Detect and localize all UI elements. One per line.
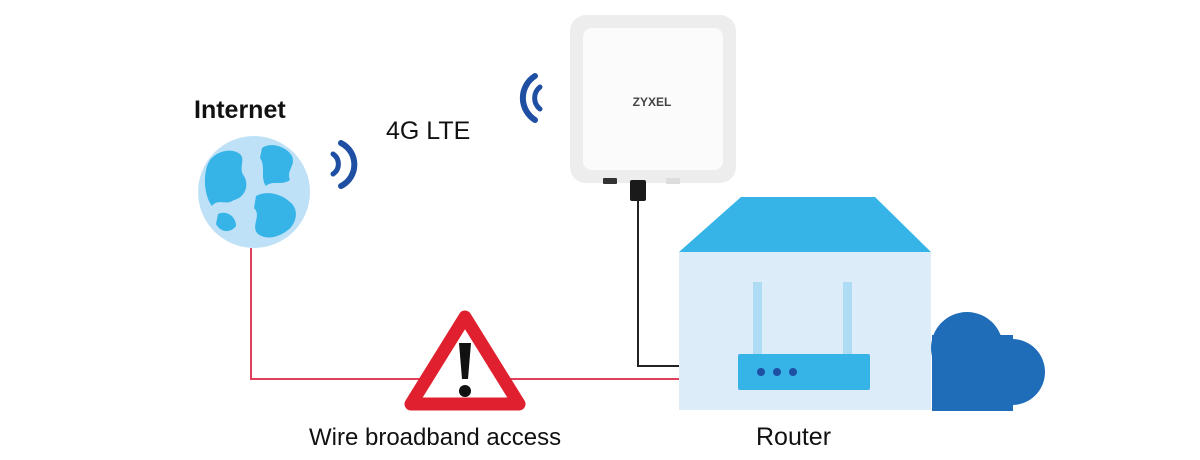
wireless-signal-icon	[519, 73, 543, 123]
zyxel-outdoor-unit: ZYXEL	[570, 15, 736, 201]
brand-label: ZYXEL	[633, 95, 672, 109]
router-icon	[738, 282, 870, 390]
warning-triangle-icon	[404, 310, 526, 411]
router-label: Router	[756, 423, 832, 451]
wire-broadband-line	[250, 248, 740, 380]
lte-label: 4G LTE	[386, 117, 471, 145]
cloud-icon	[931, 312, 1045, 411]
internet-label: Internet	[194, 96, 286, 124]
wireless-signal-icon	[330, 140, 358, 189]
wire-broadband-label: Wire broadband access	[309, 424, 562, 451]
globe-icon	[198, 136, 310, 248]
